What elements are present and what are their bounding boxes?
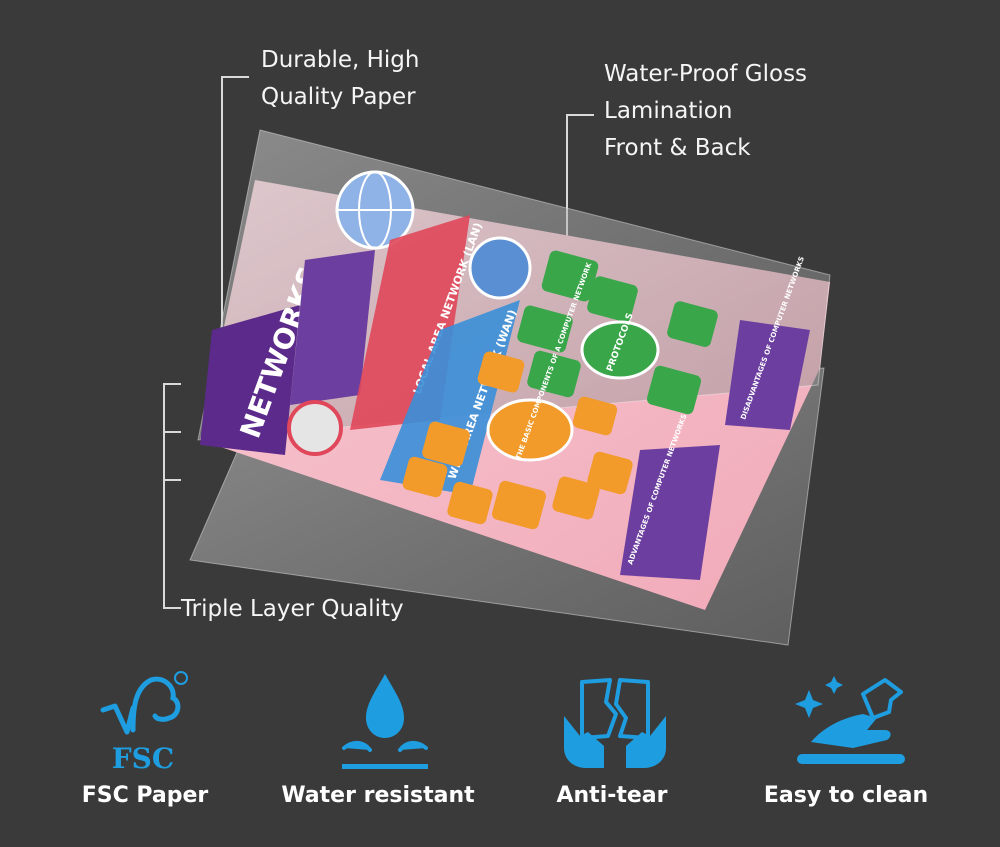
hand-wiping-sparkle-icon	[795, 676, 905, 764]
leader-paper-h	[221, 76, 249, 78]
callout-layers: Triple Layer Quality	[181, 591, 404, 628]
callout-lamination: Water-Proof Gloss Lamination Front & Bac…	[604, 56, 807, 167]
callout-lamination-line-2: Lamination	[604, 98, 733, 124]
fsc-mark: FSC	[112, 742, 174, 773]
wan-strip	[380, 300, 520, 495]
bracket-tick-2	[163, 431, 181, 433]
callout-paper-line-1: Durable, High	[261, 47, 420, 73]
advantages-panel	[620, 445, 720, 580]
bracket-tick-1	[163, 383, 181, 385]
callout-lamination-line-3: Front & Back	[604, 135, 751, 161]
bracket-v	[163, 383, 165, 608]
feature-label-water: Water resistant	[281, 783, 475, 808]
purple-panel	[290, 250, 375, 405]
poster-illustration: NETWORKS LOCAL AREA NETWORK (LAN) WIDE A…	[189, 129, 831, 646]
feature-label-antitear: Anti-tear	[556, 783, 668, 808]
protocol-cluster: PROTOCOLS	[517, 250, 718, 415]
leader-lam-v	[566, 114, 568, 244]
fsc-tree-icon: FSC	[100, 671, 188, 773]
callout-paper: Durable, High Quality Paper	[261, 42, 419, 116]
title-band	[200, 305, 300, 455]
lan-diagram	[468, 236, 532, 300]
disadvantages-panel	[725, 320, 810, 430]
callout-layers-text: Triple Layer Quality	[181, 596, 404, 622]
wan-diagram	[287, 400, 343, 456]
bracket-tick-3	[163, 479, 181, 481]
leader-paper-v	[221, 76, 223, 406]
feature-label-clean: Easy to clean	[763, 783, 929, 808]
callout-paper-line-2: Quality Paper	[261, 84, 416, 110]
bracket-tick-4	[163, 607, 181, 609]
hands-tearing-paper-icon	[564, 678, 666, 768]
callout-lamination-line-1: Water-Proof Gloss	[604, 61, 808, 87]
leader-lam-h	[566, 114, 594, 116]
water-drop-icon	[342, 674, 428, 769]
feature-label-fsc: FSC Paper	[81, 783, 209, 808]
